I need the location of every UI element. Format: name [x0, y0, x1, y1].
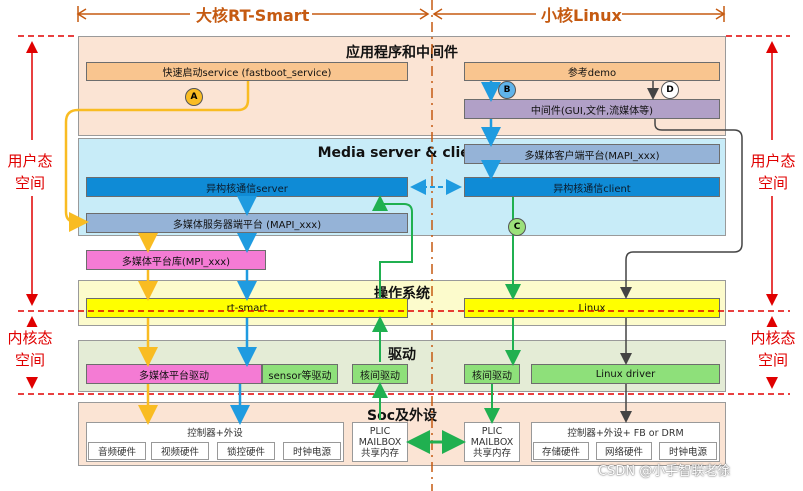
clock-power-small-box: 时钟电源 — [659, 442, 717, 460]
plic-big-line-3: 共享内存 — [360, 447, 399, 459]
network-hw-box: 网络硬件 — [596, 442, 652, 460]
plic-big-line-1: PLIC — [369, 425, 391, 437]
plic-small-line-2: MAILBOX — [470, 436, 514, 448]
plic-small-line-1: PLIC — [481, 425, 503, 437]
marker-c: C — [508, 218, 526, 236]
soc-layer-title: Soc及外设 — [367, 408, 437, 424]
app-layer: 应用程序和中间件 — [78, 36, 726, 136]
storage-hw-box: 存储硬件 — [533, 442, 589, 460]
kernel-space-label-left: 内核态空间 — [4, 327, 56, 371]
plic-small-line-3: 共享内存 — [472, 447, 511, 459]
mpi-lib-box: 多媒体平台库(MPI_xxx) — [86, 250, 266, 270]
sensor-driver-box: sensor等驱动 — [262, 364, 338, 384]
marker-d: D — [661, 81, 679, 99]
fastboot-service-box: 快速启动service (fastboot_service) — [86, 62, 408, 81]
video-hw-box: 视频硬件 — [151, 442, 209, 460]
marker-b: B — [498, 81, 516, 99]
watermark: CSDN @小手智联老徐 — [598, 464, 731, 479]
app-layer-title: 应用程序和中间件 — [346, 45, 458, 61]
demo-box: 参考demo — [464, 62, 720, 81]
lock-hw-box: 锁控硬件 — [217, 442, 275, 460]
audio-hw-box: 音频硬件 — [88, 442, 146, 460]
driver-layer-title: 驱动 — [388, 347, 416, 363]
media-driver-box: 多媒体平台驱动 — [86, 364, 262, 384]
kernel-space-label-right: 内核态空间 — [746, 327, 800, 371]
big-core-header: 大核RT-Smart — [196, 6, 310, 25]
media-client-platform-box: 多媒体客户端平台(MAPI_xxx) — [464, 144, 720, 164]
header-arrows — [76, 6, 726, 22]
middleware-box: 中间件(GUI,文件,流媒体等) — [464, 99, 720, 119]
media-layer-title: Media server & client — [317, 145, 487, 161]
plic-small-box: PLIC MAILBOX 共享内存 — [464, 422, 520, 462]
ipc-driver-small-box: 核间驱动 — [464, 364, 520, 384]
linux-box: Linux — [464, 298, 720, 318]
ipc-client-box: 异构核通信client — [464, 177, 720, 197]
small-core-header: 小核Linux — [541, 6, 622, 25]
plic-big-line-2: MAILBOX — [358, 436, 402, 448]
user-space-label-left: 用户态空间 — [4, 150, 56, 194]
marker-a: A — [185, 88, 203, 106]
plic-big-box: PLIC MAILBOX 共享内存 — [352, 422, 408, 462]
user-space-label-right: 用户态空间 — [746, 150, 800, 194]
clock-power-big-box: 时钟电源 — [283, 442, 341, 460]
